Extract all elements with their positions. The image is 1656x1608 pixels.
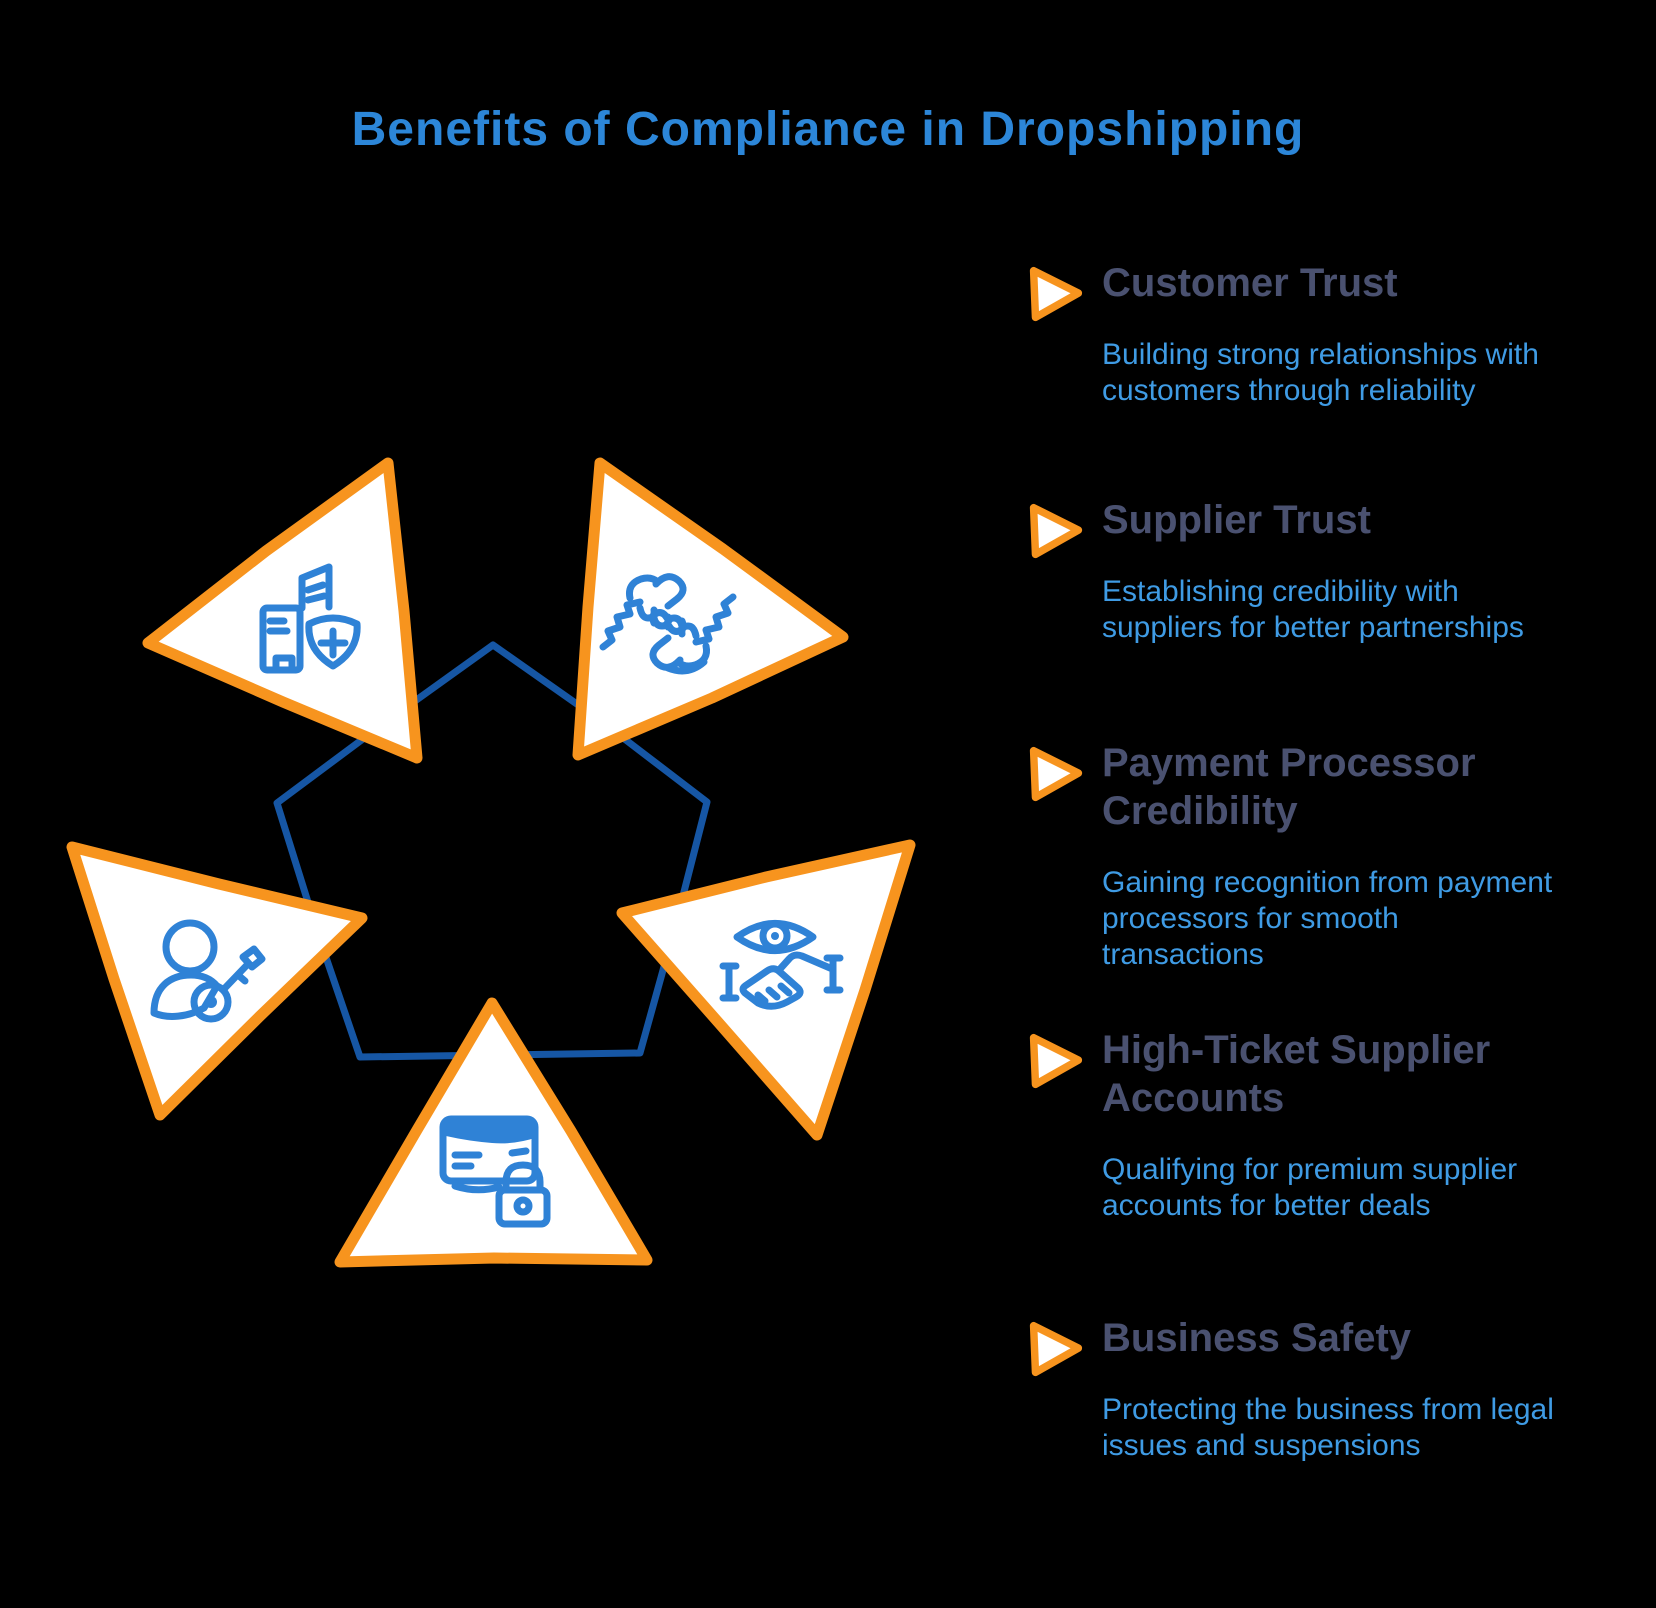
benefit-heading: Business Safety [1102, 1316, 1412, 1360]
benefit-heading: High-Ticket Supplier Accounts [1102, 1028, 1491, 1120]
benefit-description: Protecting the business from legal issue… [1102, 1393, 1554, 1462]
user-key-icon [150, 919, 266, 1023]
play-arrow-icon [1029, 503, 1083, 559]
triangle-top-right [572, 457, 849, 761]
benefit-description: Gaining recognition from payment process… [1102, 866, 1553, 971]
card-lock-icon [439, 1115, 551, 1228]
benefit-description: Establishing credibility with suppliers … [1102, 575, 1524, 644]
play-arrow-icon [1029, 746, 1083, 802]
building-shield-icon [259, 563, 361, 674]
benefit-heading: Supplier Trust [1102, 498, 1371, 542]
play-arrow-icon [1029, 1321, 1083, 1377]
benefit-item-customer-trust: Customer Trust Building strong relations… [1028, 259, 1568, 409]
play-arrow-icon [1029, 1033, 1083, 1089]
eye-handshake-icon [719, 920, 844, 1010]
play-arrow-icon [1029, 266, 1083, 322]
hands-together-icon [599, 573, 737, 675]
benefit-item-high-ticket: High-Ticket Supplier Accounts Qualifying… [1028, 1026, 1568, 1224]
benefit-heading: Payment Processor Credibility [1102, 741, 1476, 833]
page-title: Benefits of Compliance in Dropshipping [351, 103, 1305, 156]
benefit-description: Qualifying for premium supplier accounts… [1102, 1153, 1518, 1222]
benefit-item-business-safety: Business Safety Protecting the business … [1028, 1314, 1568, 1464]
benefit-item-payment-processor: Payment Processor Credibility Gaining re… [1028, 739, 1568, 973]
benefit-heading: Customer Trust [1102, 261, 1398, 305]
benefit-description: Building strong relationships with custo… [1102, 338, 1539, 407]
benefit-item-supplier-trust: Supplier Trust Establishing credibility … [1028, 496, 1568, 646]
